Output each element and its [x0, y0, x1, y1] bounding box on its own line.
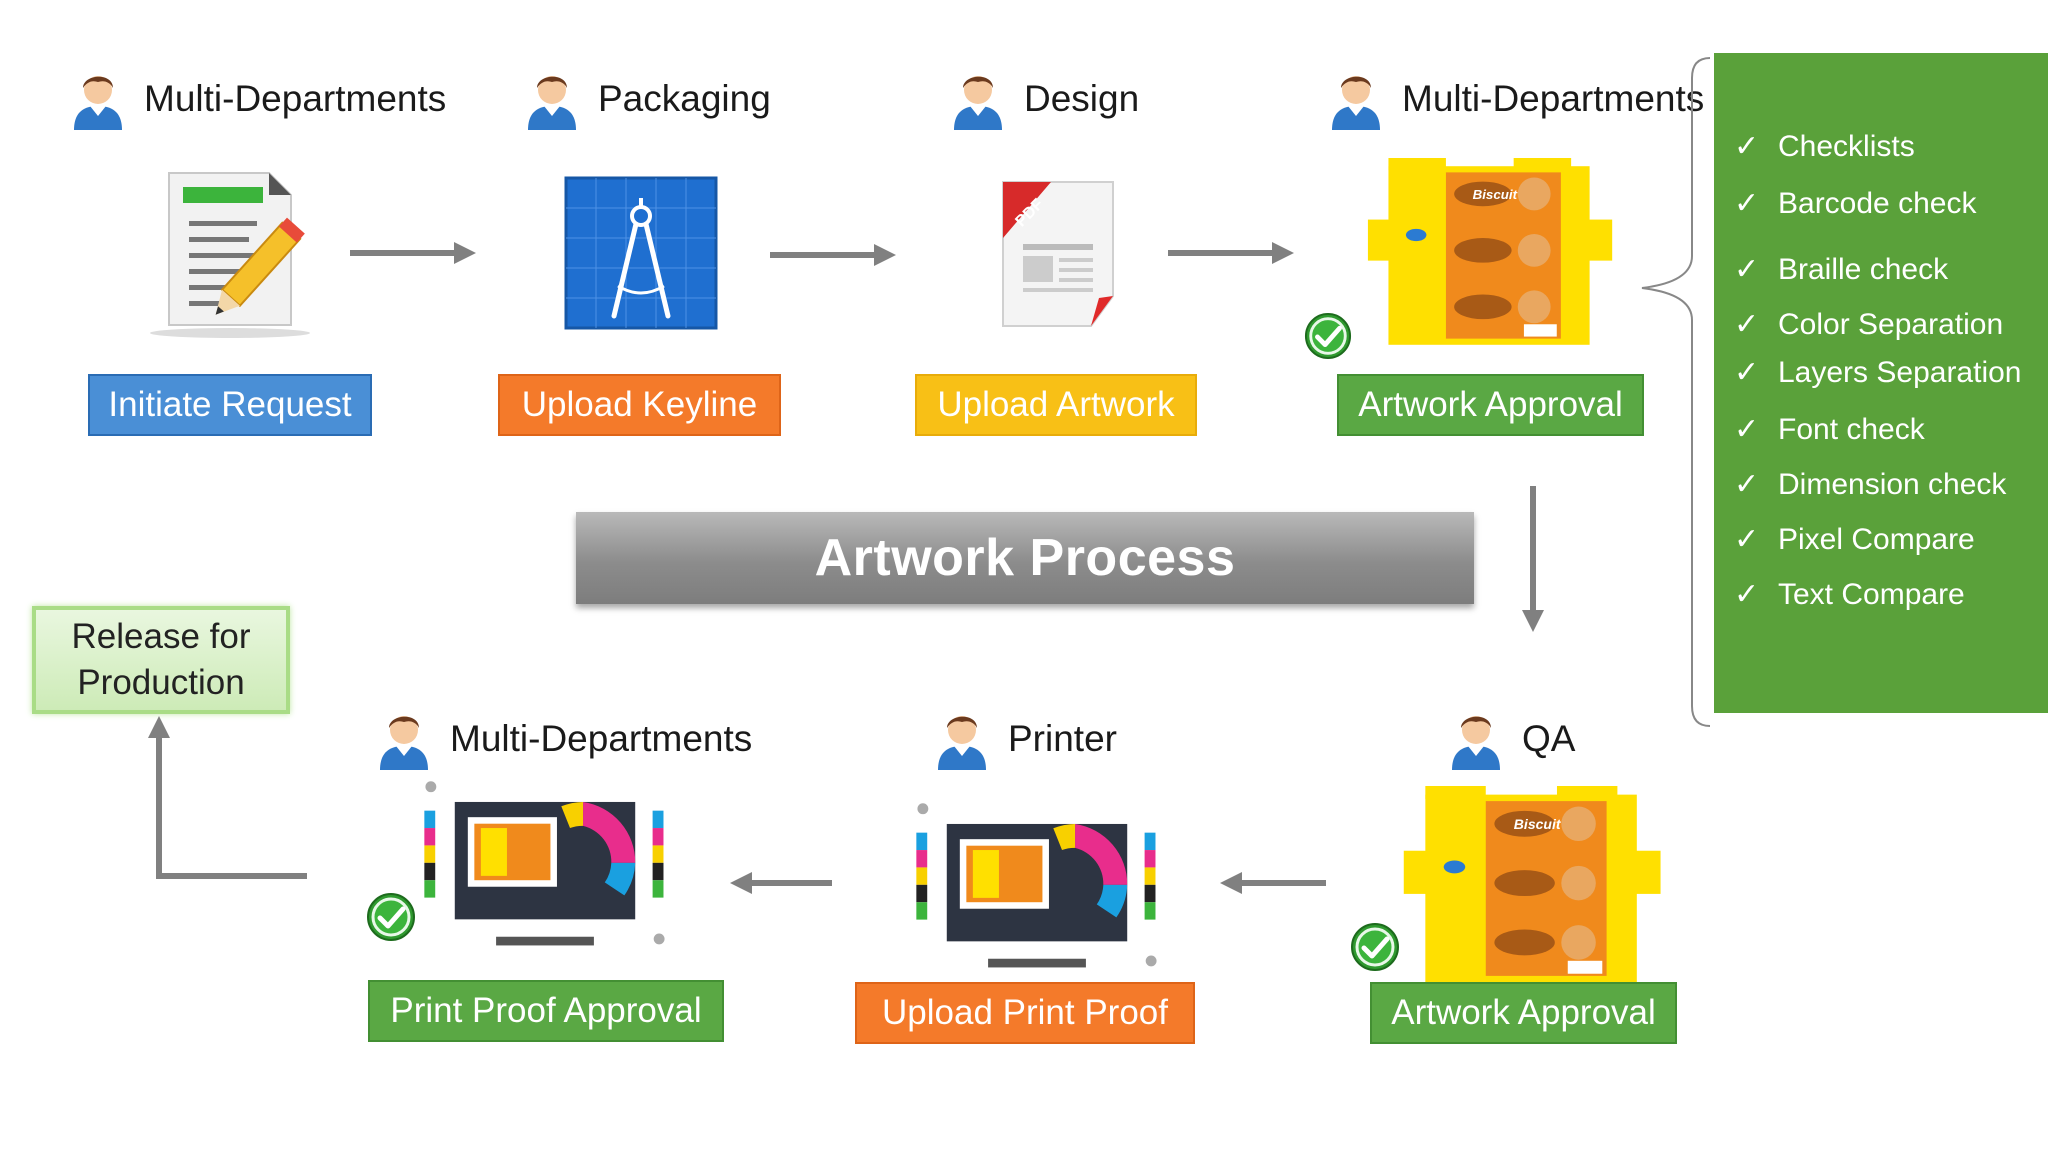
print-proof-approval-button[interactable]: Print Proof Approval — [368, 980, 724, 1042]
user-icon — [70, 68, 126, 130]
print-proof-icon — [420, 778, 670, 952]
check-circle-icon — [1350, 922, 1400, 972]
check-icon: ✓ — [1734, 523, 1760, 556]
brand-label: Biscuit — [1473, 187, 1518, 202]
release-for-production-box[interactable]: Release for Production — [32, 606, 290, 714]
pdf-file-icon: PDF — [1002, 181, 1114, 327]
arrow-left — [730, 872, 832, 894]
check-icon: ✓ — [1734, 130, 1760, 163]
checklist-item: ✓Braille check — [1734, 252, 1949, 287]
check-circle-icon — [366, 892, 416, 942]
release-line-1: Release for — [71, 617, 251, 656]
check-icon: ✓ — [1734, 187, 1760, 220]
blueprint-compass-icon — [564, 176, 718, 330]
check-circle-icon — [1304, 312, 1352, 360]
upload-print-proof-button[interactable]: Upload Print Proof — [855, 982, 1195, 1044]
bracket — [1641, 57, 1711, 727]
arrow-right — [770, 244, 896, 266]
checklist-item: ✓Color Separation — [1734, 307, 2004, 342]
checklist-panel: ✓Checklists ✓Barcode check ✓Braille chec… — [1714, 53, 2048, 713]
check-icon: ✓ — [1734, 308, 1760, 341]
user-icon — [934, 708, 990, 770]
process-title: Artwork Process — [576, 512, 1474, 604]
document-edit-icon — [150, 172, 310, 338]
check-icon: ✓ — [1734, 356, 1760, 389]
role-packaging: Packaging — [524, 64, 771, 134]
checklist-item: ✓Font check — [1734, 412, 1925, 447]
checklist-item: ✓Text Compare — [1734, 577, 1965, 612]
check-icon: ✓ — [1734, 578, 1760, 611]
artwork-approval-button[interactable]: Artwork Approval — [1337, 374, 1644, 436]
print-proof-icon — [912, 800, 1162, 974]
user-icon — [1448, 708, 1504, 770]
check-icon: ✓ — [1734, 253, 1760, 286]
user-icon — [524, 68, 580, 130]
check-icon: ✓ — [1734, 468, 1760, 501]
role-multi-departments-2: Multi-Departments — [1328, 64, 1704, 134]
check-icon: ✓ — [1734, 413, 1760, 446]
role-multi-departments-1: Multi-Departments — [70, 64, 446, 134]
checklist-item: ✓Checklists — [1734, 129, 1915, 164]
role-label: Multi-Departments — [144, 78, 447, 119]
initiate-request-button[interactable]: Initiate Request — [88, 374, 372, 436]
role-printer: Printer — [934, 704, 1117, 774]
user-icon — [1328, 68, 1384, 130]
artwork-approval-qa-button[interactable]: Artwork Approval — [1370, 982, 1677, 1044]
checklist-item: ✓Dimension check — [1734, 467, 2007, 502]
role-label: Multi-Departments — [1402, 78, 1705, 119]
brand-label: Biscuit — [1514, 816, 1562, 832]
checklist-item: ✓Barcode check — [1734, 186, 1977, 221]
arrow-left — [1220, 872, 1326, 894]
release-line-2: Production — [77, 663, 245, 702]
checklist-item: ✓Pixel Compare — [1734, 522, 1975, 557]
role-label: Printer — [1008, 718, 1117, 759]
role-label: Packaging — [598, 78, 771, 119]
upload-artwork-button[interactable]: Upload Artwork — [915, 374, 1197, 436]
role-label: QA — [1522, 718, 1576, 759]
arrow-down — [1522, 486, 1544, 632]
role-design: Design — [950, 64, 1139, 134]
arrow-right — [1168, 242, 1294, 264]
role-label: Design — [1024, 78, 1140, 119]
upload-keyline-button[interactable]: Upload Keyline — [498, 374, 781, 436]
user-icon — [950, 68, 1006, 130]
role-multi-departments-3: Multi-Departments — [376, 704, 752, 774]
role-qa: QA — [1448, 704, 1575, 774]
biscuit-package-icon: Biscuit — [1358, 158, 1618, 353]
checklist-item: ✓Layers Separation — [1734, 355, 2022, 390]
role-label: Multi-Departments — [450, 718, 753, 759]
user-icon — [376, 708, 432, 770]
arrow-right — [350, 242, 476, 264]
biscuit-package-icon: Biscuit — [1395, 786, 1665, 991]
arrow-up-elbow — [148, 716, 307, 879]
